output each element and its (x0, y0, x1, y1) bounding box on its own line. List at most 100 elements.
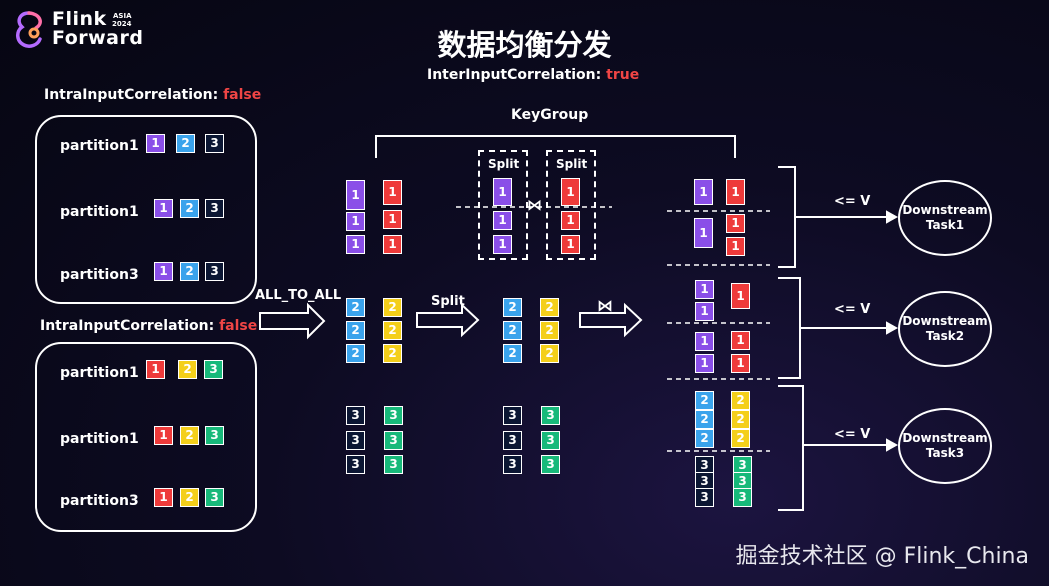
split-keygroup3-right-cell: 3 (541, 455, 560, 474)
input1-p2-cell-1: 1 (154, 199, 173, 218)
keygroup2-right-cell: 2 (383, 298, 402, 317)
task3-right-cell: 3 (733, 488, 752, 507)
split-box-2-label: Split (556, 157, 588, 171)
input2-partition-label-1: partition1 (60, 365, 139, 381)
keygroup1-right-cell: 1 (383, 235, 402, 254)
split-keygroup2-right-cell: 2 (540, 321, 559, 340)
task3-left-cell: 2 (695, 410, 714, 429)
split-keygroup1-right-cell: 1 (561, 235, 580, 254)
split-keygroup3-left-cell: 3 (503, 431, 522, 450)
split-keygroup2-right-cell: 2 (540, 298, 559, 317)
input2-partition-label-3: partition3 (60, 493, 139, 509)
keygroup1-left-cell: 1 (346, 212, 365, 231)
task2-condition: <= V (834, 302, 871, 317)
input1-p3-cell-2: 2 (180, 262, 199, 281)
downstream-task-3-line2: Task3 (925, 446, 965, 460)
keygroup-label: KeyGroup (511, 107, 589, 123)
input2-p2-cell-2: 2 (180, 426, 199, 445)
keygroup3-right-cell: 3 (384, 406, 403, 425)
task3-left-cell: 2 (695, 391, 714, 410)
keygroup3-right-cell: 3 (384, 455, 403, 474)
task2-left-cell: 1 (695, 332, 714, 351)
input1-p3-cell-3: 3 (205, 262, 224, 281)
split-box-2 (546, 150, 596, 260)
input1-partition-label-1: partition1 (60, 138, 139, 154)
intra-corr-top-label: IntraInputCorrelation: (44, 87, 219, 103)
input1-p2-cell-3: 3 (205, 199, 224, 218)
downstream-task-2-line1: Downstream (902, 314, 988, 328)
keygroup2-right-cell: 2 (383, 321, 402, 340)
inter-input-correlation: InterInputCorrelation: true (427, 67, 639, 83)
input1-partition-label-3: partition3 (60, 267, 139, 283)
input1-p2-cell-2: 2 (180, 199, 199, 218)
input2-p1-cell-2: 2 (178, 360, 197, 379)
input1-partition-label-2: partition1 (60, 204, 139, 220)
input1-p1-cell-3: 3 (205, 134, 224, 153)
keygroup3-left-cell: 3 (346, 406, 365, 425)
input2-p2-cell-1: 1 (154, 426, 173, 445)
split-keygroup1-left-cell: 1 (493, 178, 512, 206)
output-brackets (778, 166, 804, 511)
input1-p1-cell-2: 2 (176, 134, 195, 153)
inter-corr-label: InterInputCorrelation: (427, 67, 602, 83)
task3-right-cell: 2 (731, 410, 750, 429)
task3-condition: <= V (834, 427, 871, 442)
keygroup2-left-cell: 2 (346, 321, 365, 340)
intra-corr-bottom-value: false (219, 318, 258, 334)
task1-right-cell: 1 (726, 237, 745, 256)
keygroup3-right-cell: 3 (384, 431, 403, 450)
keygroup1-left-cell: 1 (346, 235, 365, 254)
keygroup3-left-cell: 3 (346, 455, 365, 474)
downstream-task-2-line2: Task2 (925, 329, 965, 343)
keygroup-bracket (375, 135, 736, 158)
logo-badge-line2: 2024 (112, 20, 132, 28)
split-keygroup3-left-cell: 3 (503, 455, 522, 474)
intra-input-correlation-top: IntraInputCorrelation: false (44, 87, 261, 103)
downstream-task-1-line2: Task1 (925, 218, 965, 232)
task2-right-cell: 1 (731, 354, 750, 373)
downstream-task-1: Downstream Task1 (898, 180, 992, 256)
split-keygroup1-left-cell: 1 (493, 235, 512, 254)
logo-line1: Flink (52, 8, 107, 30)
task3-left-cell: 2 (695, 429, 714, 448)
split-box-1 (478, 150, 528, 260)
downstream-task-3-line1: Downstream (902, 431, 988, 445)
split-keygroup2-left-cell: 2 (503, 344, 522, 363)
logo-badge-line1: ASIA (113, 12, 132, 20)
task1-right-cell: 1 (726, 179, 745, 205)
task2-right-cell: 1 (731, 331, 750, 350)
split-keygroup3-left-cell: 3 (503, 406, 522, 425)
output-dashed-lines (667, 210, 770, 452)
downstream-task-3: Downstream Task3 (898, 408, 992, 484)
keygroup1-right-cell: 1 (383, 180, 402, 205)
page-title: 数据均衡分发 (437, 28, 612, 62)
task1-condition: <= V (834, 194, 871, 209)
task1-right-cell: 1 (726, 214, 745, 233)
task3-right-cell: 2 (731, 429, 750, 448)
join-symbol-mid-icon: ⋈ (527, 196, 542, 214)
input-group-1 (35, 115, 257, 304)
input2-p3-cell-2: 2 (180, 488, 199, 507)
split-keygroup3-right-cell: 3 (541, 406, 560, 425)
input2-p3-cell-3: 3 (205, 488, 224, 507)
split-box-1-label: Split (488, 157, 520, 171)
task3-right-cell: 2 (731, 391, 750, 410)
all-to-all-label: ALL_TO_ALL (255, 288, 342, 303)
task2-left-cell: 1 (695, 280, 714, 299)
task2-left-cell: 1 (695, 354, 714, 373)
all-to-all-arrow-icon (259, 302, 326, 340)
intra-input-correlation-bottom: IntraInputCorrelation: false (40, 318, 257, 334)
keygroup2-left-cell: 2 (346, 344, 365, 363)
task3-left-cell: 3 (695, 488, 714, 507)
downstream-arrows (796, 210, 899, 452)
split-keygroup2-left-cell: 2 (503, 298, 522, 317)
intra-corr-top-value: false (223, 87, 262, 103)
input-group-2 (35, 342, 257, 532)
split-label: Split (431, 294, 465, 309)
split-keygroup2-right-cell: 2 (540, 344, 559, 363)
watermark: 掘金技术社区 @ Flink_China (735, 544, 1029, 569)
input2-p1-cell-3: 3 (204, 360, 223, 379)
split-arrow-icon (416, 302, 480, 338)
keygroup2-left-cell: 2 (346, 298, 365, 317)
